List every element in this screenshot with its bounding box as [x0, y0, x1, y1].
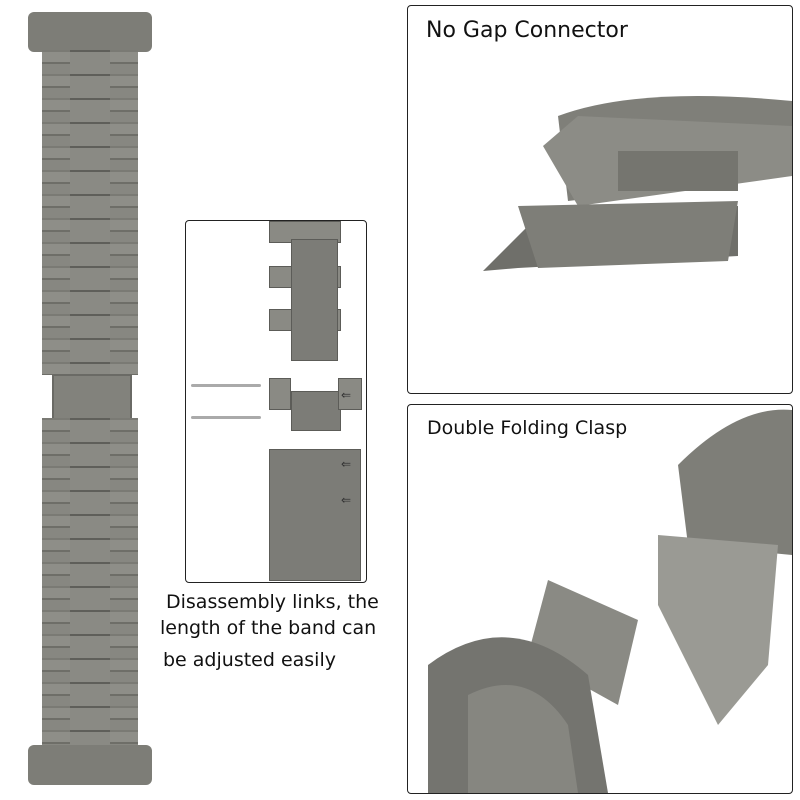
- caption-text: Disassembly links, the length of the ban…: [160, 588, 379, 674]
- link: [269, 449, 361, 581]
- connector-panel: No Gap Connector: [407, 5, 793, 394]
- caption-line: be adjusted easily: [163, 649, 336, 671]
- lower-center-links: [70, 418, 110, 748]
- arrow-icon: ⇐: [341, 388, 352, 402]
- pin: [191, 416, 261, 419]
- clasp-panel: Double Folding Clasp: [407, 404, 793, 794]
- connector-illustration: [483, 96, 792, 271]
- watch-band-full: [0, 0, 170, 800]
- panel-title: Double Folding Clasp: [427, 417, 628, 439]
- link: [291, 239, 338, 361]
- fold-clasp: [52, 374, 132, 420]
- link-removal-diagram: ⇐ ⇐ ⇐: [185, 220, 367, 583]
- arrow-icon: ⇐: [341, 457, 352, 471]
- bottom-connector: [28, 745, 152, 785]
- caption-line: length of the band can: [160, 617, 377, 639]
- arrow-icon: ⇐: [341, 493, 352, 507]
- link: [269, 378, 291, 410]
- clasp-illustration: [428, 409, 792, 793]
- link: [291, 391, 341, 431]
- panel-title: No Gap Connector: [426, 18, 628, 43]
- upper-center-links: [70, 50, 110, 375]
- top-connector: [28, 12, 152, 52]
- caption-line: Disassembly links, the: [166, 591, 379, 613]
- link: [338, 378, 362, 410]
- pin: [191, 384, 261, 387]
